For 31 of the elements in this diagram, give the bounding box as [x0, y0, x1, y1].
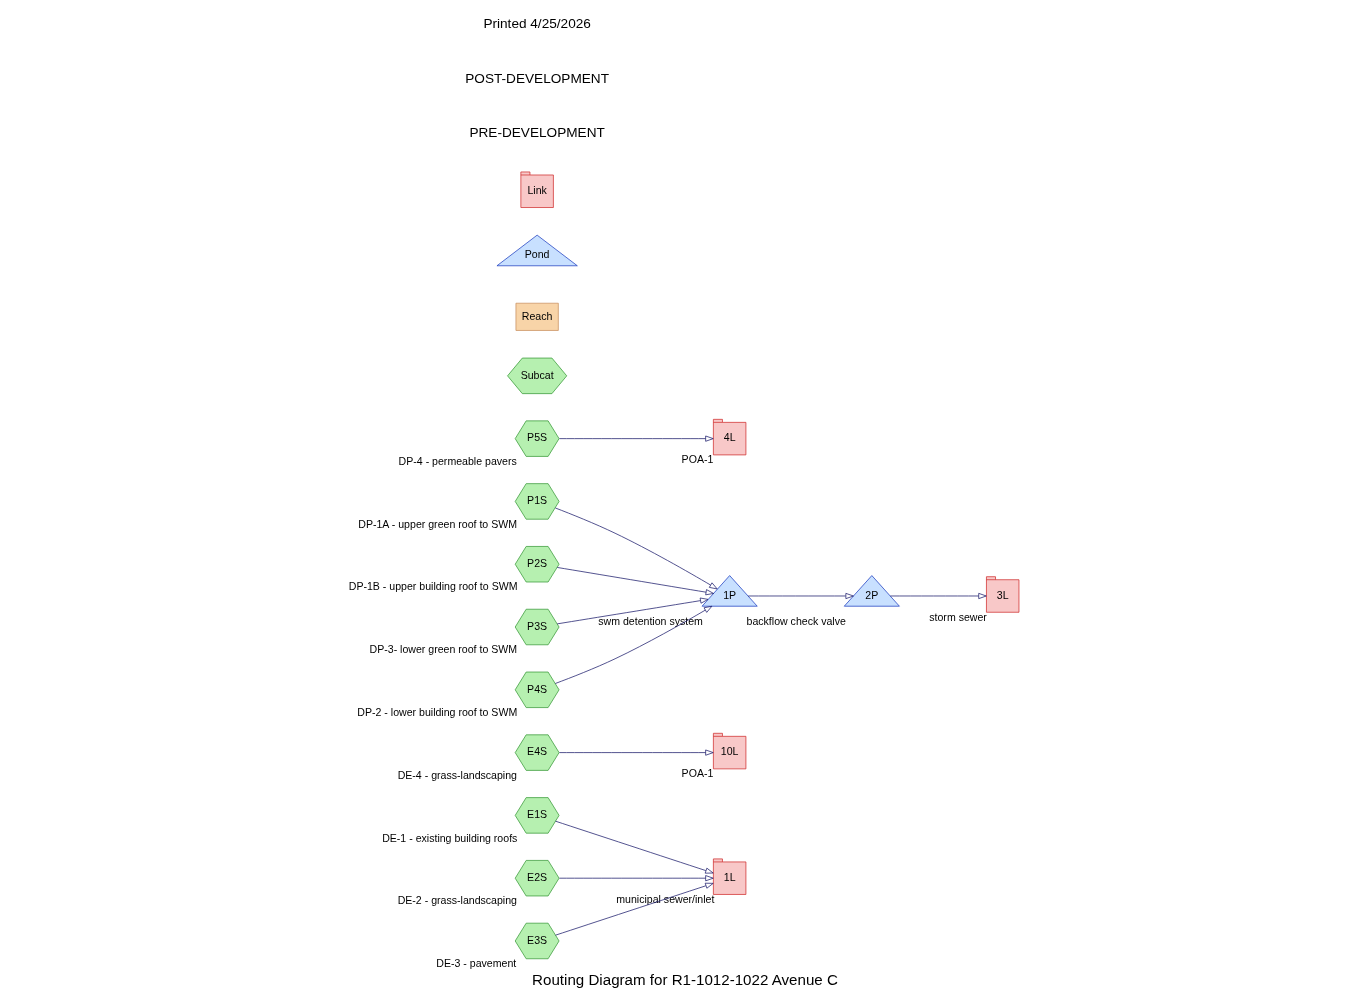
label: PRE-DEVELOPMENT: [468, 125, 605, 141]
node-label: DP-1B - upper building roof to SWM: [348, 580, 517, 593]
diagram-title: Routing Diagram for R1-1012-1022 Avenue C: [531, 971, 838, 989]
node-label: POA-1: [681, 767, 713, 780]
label: Printed 4/25/2026: [482, 16, 591, 32]
arrow: [889, 592, 987, 600]
node-label: DE-4 - grass-landscaping: [397, 768, 517, 781]
node-label: swm detention system: [597, 614, 703, 627]
arrow: [554, 507, 718, 590]
node-label: DP-1A - upper green roof to SWM: [357, 517, 517, 530]
node-label: storm sewer: [928, 610, 987, 623]
node-label: backflow check valve: [746, 614, 846, 627]
arrow: [558, 435, 714, 442]
node-label: DE-3 - pavement: [435, 957, 516, 970]
node-label: DE-2 - grass-landscaping: [397, 894, 517, 907]
label: POST-DEVELOPMENT: [464, 70, 609, 86]
node-label: DP-2 - lower building roof to SWM: [356, 706, 517, 719]
node-label: municipal sewer/inlet: [615, 892, 714, 905]
node-label: DP-4 - permeable pavers: [398, 454, 517, 467]
arrow: [747, 592, 854, 600]
arrow: [556, 567, 714, 596]
node-box: Reach: [515, 302, 559, 331]
node-label: DP-3- lower green roof to SWM: [369, 643, 517, 656]
arrow: [558, 749, 714, 756]
arrow: [556, 597, 708, 625]
node-label: POA-1: [681, 453, 713, 466]
arrow: [554, 820, 714, 874]
arrow: [554, 605, 712, 684]
node-label: DE-1 - existing building roofs: [381, 831, 517, 844]
arrow: [558, 875, 714, 882]
arrow: [554, 882, 714, 936]
